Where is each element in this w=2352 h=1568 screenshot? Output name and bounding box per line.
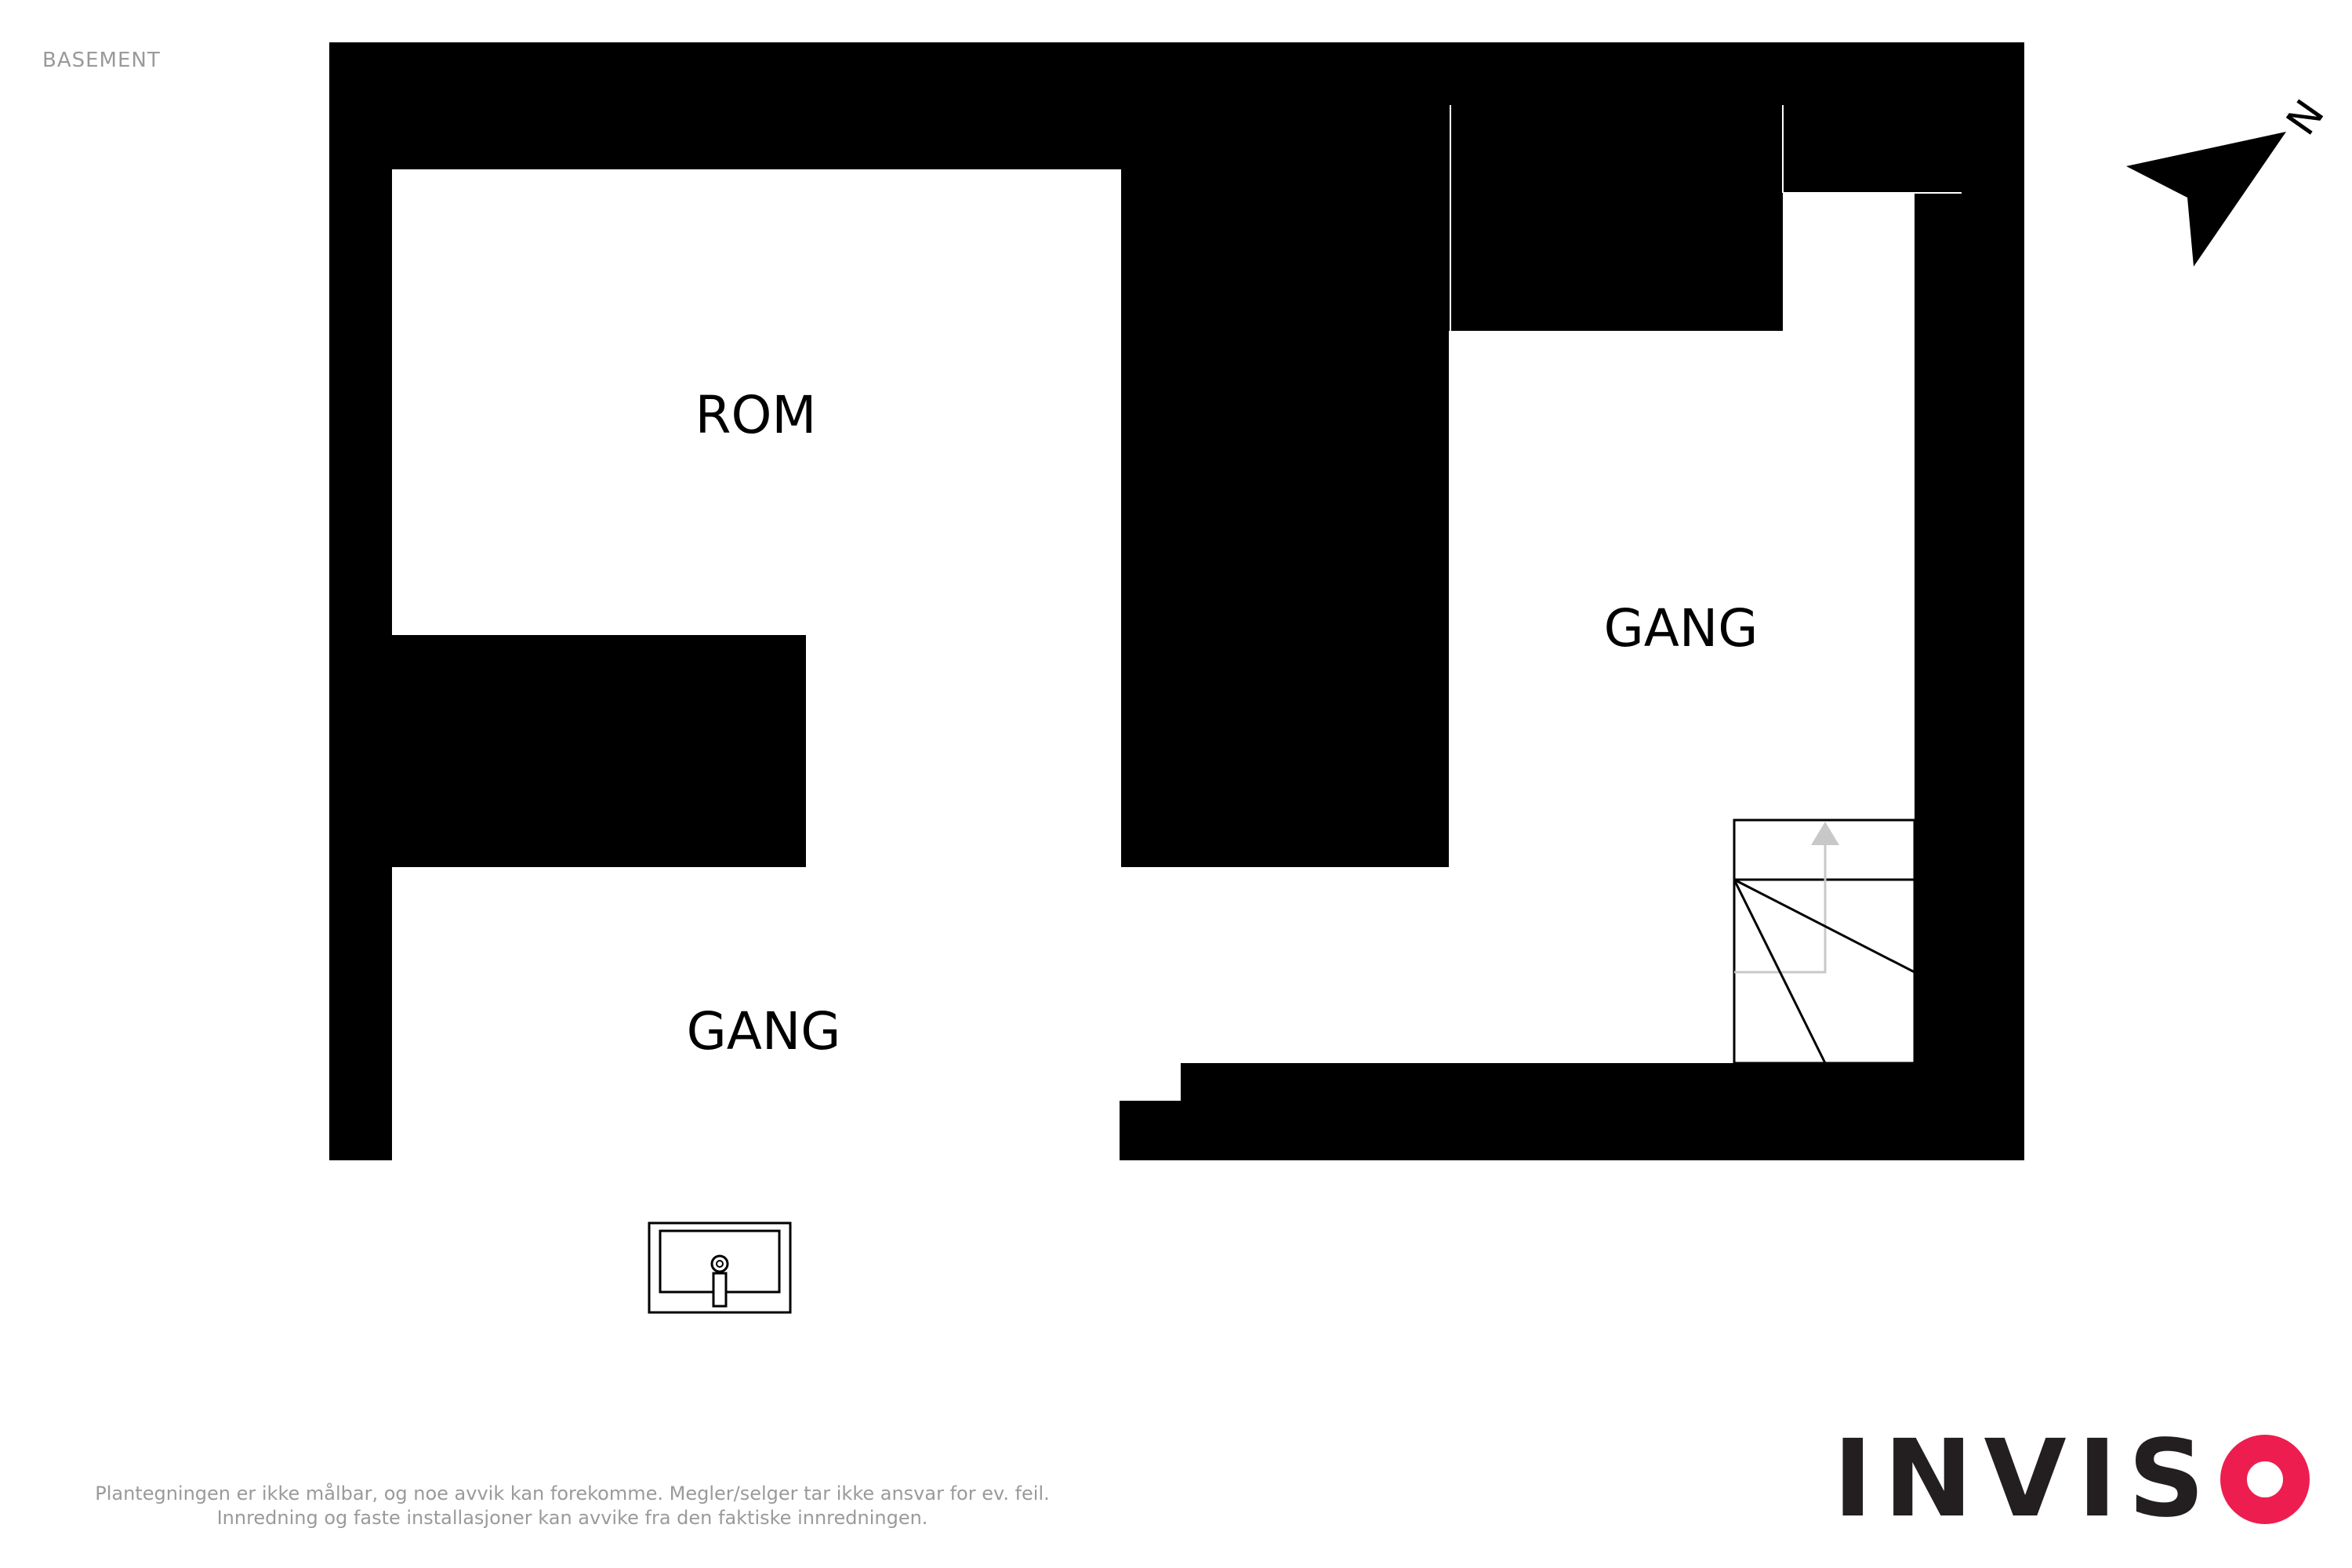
floor-label: BASEMENT bbox=[42, 49, 161, 72]
wall-hairlines bbox=[1450, 105, 1962, 331]
logo-o-icon bbox=[2220, 1435, 2310, 1524]
staircase bbox=[1733, 818, 1916, 1065]
inviso-logo: INVIS bbox=[1833, 1417, 2310, 1541]
room-label-gang-right: GANG bbox=[1604, 598, 1759, 659]
sink-icon bbox=[648, 1221, 792, 1314]
room-label-gang-left: GANG bbox=[687, 1001, 841, 1062]
compass-north-icon: N bbox=[2126, 92, 2334, 267]
stair-arrow-icon bbox=[1811, 822, 1839, 845]
disclaimer-line-1: Plantegningen er ikke målbar, og noe avv… bbox=[95, 1483, 1050, 1504]
disclaimer: Plantegningen er ikke målbar, og noe avv… bbox=[31, 1482, 1113, 1530]
compass-letter: N bbox=[2278, 92, 2333, 143]
floor-area bbox=[392, 169, 1915, 1312]
disclaimer-line-2: Innredning og faste installasjoner kan a… bbox=[216, 1507, 928, 1529]
room-label-rom: ROM bbox=[695, 385, 817, 445]
logo-text: INVIS bbox=[1833, 1417, 2216, 1541]
